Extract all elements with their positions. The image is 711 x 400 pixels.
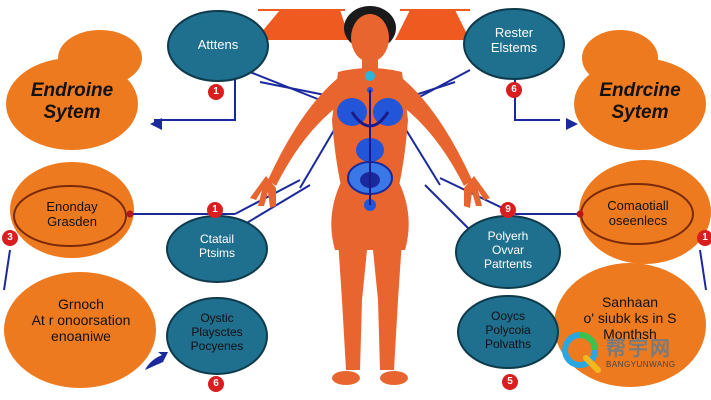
oval-top-left-shape [167,10,269,82]
number-badge: 3 [2,230,18,246]
node-dot-left [126,210,134,218]
blob-bottom-right-label: Sanhaan o' siubk ks in S Monthsh [583,294,677,343]
arrow-bottom-left-icon [145,352,168,370]
oval-bottom-right-label: Ooycs Polycoia Polvaths [484,309,532,351]
arrow-right-icon [566,118,578,130]
blob-bottom-left-label: Grnoch At r onoorsation enoaniwe [31,296,131,345]
top-left-orange-shape [255,10,350,40]
oval-bottom-right-shape [457,295,559,369]
blob-mid-left-shape [10,162,134,258]
number-badge: 1 [697,230,711,246]
top-right-orange-shape [395,10,470,40]
watermark: 帮宇网 BANGYUNWANG [560,330,710,378]
oval-top-right-shape [463,8,565,80]
number-badge: 6 [208,376,224,392]
oval-top-left-label: Atttens [197,37,239,52]
node-dot-right [576,210,584,218]
blob-bottom-left-shape [4,272,156,388]
number-badge: 5 [502,374,518,390]
number-badge: 6 [506,82,522,98]
blob-mid-left-label: Enonday Grasden [46,199,98,229]
mid-left-inner-outline [13,185,127,247]
oval-top-right-label: Rester Elstems [490,25,538,55]
oval-mid-right-label: Polyerh Ovvar Patrtents [483,229,533,271]
blob-top-right-label: Endrcine Sytem [599,80,681,123]
blob-mid-right-label: Comaotiall oseenlecs [607,198,669,228]
oval-mid-left-label: Ctatail Ptsims [199,232,235,260]
oval-bottom-left-label: Oystic Playsctes Pocyenes [190,311,244,353]
human-body-figure [250,6,490,385]
blob-top-right-bump [582,30,658,86]
number-badge: 1 [207,202,223,218]
number-badge: 1 [208,84,224,100]
q-logo-icon [562,332,601,373]
watermark-brand-en: BANGYUNWANG [606,360,676,369]
number-badge: 9 [500,202,516,218]
blob-top-left-bump [58,30,142,86]
blob-mid-right-shape [579,160,711,264]
blob-top-left-label: Endroine Sytem [30,80,114,123]
oval-bottom-left-shape [166,297,268,375]
arrow-left-icon [150,118,162,130]
watermark-brand-cn: 帮宇网 [606,338,672,360]
